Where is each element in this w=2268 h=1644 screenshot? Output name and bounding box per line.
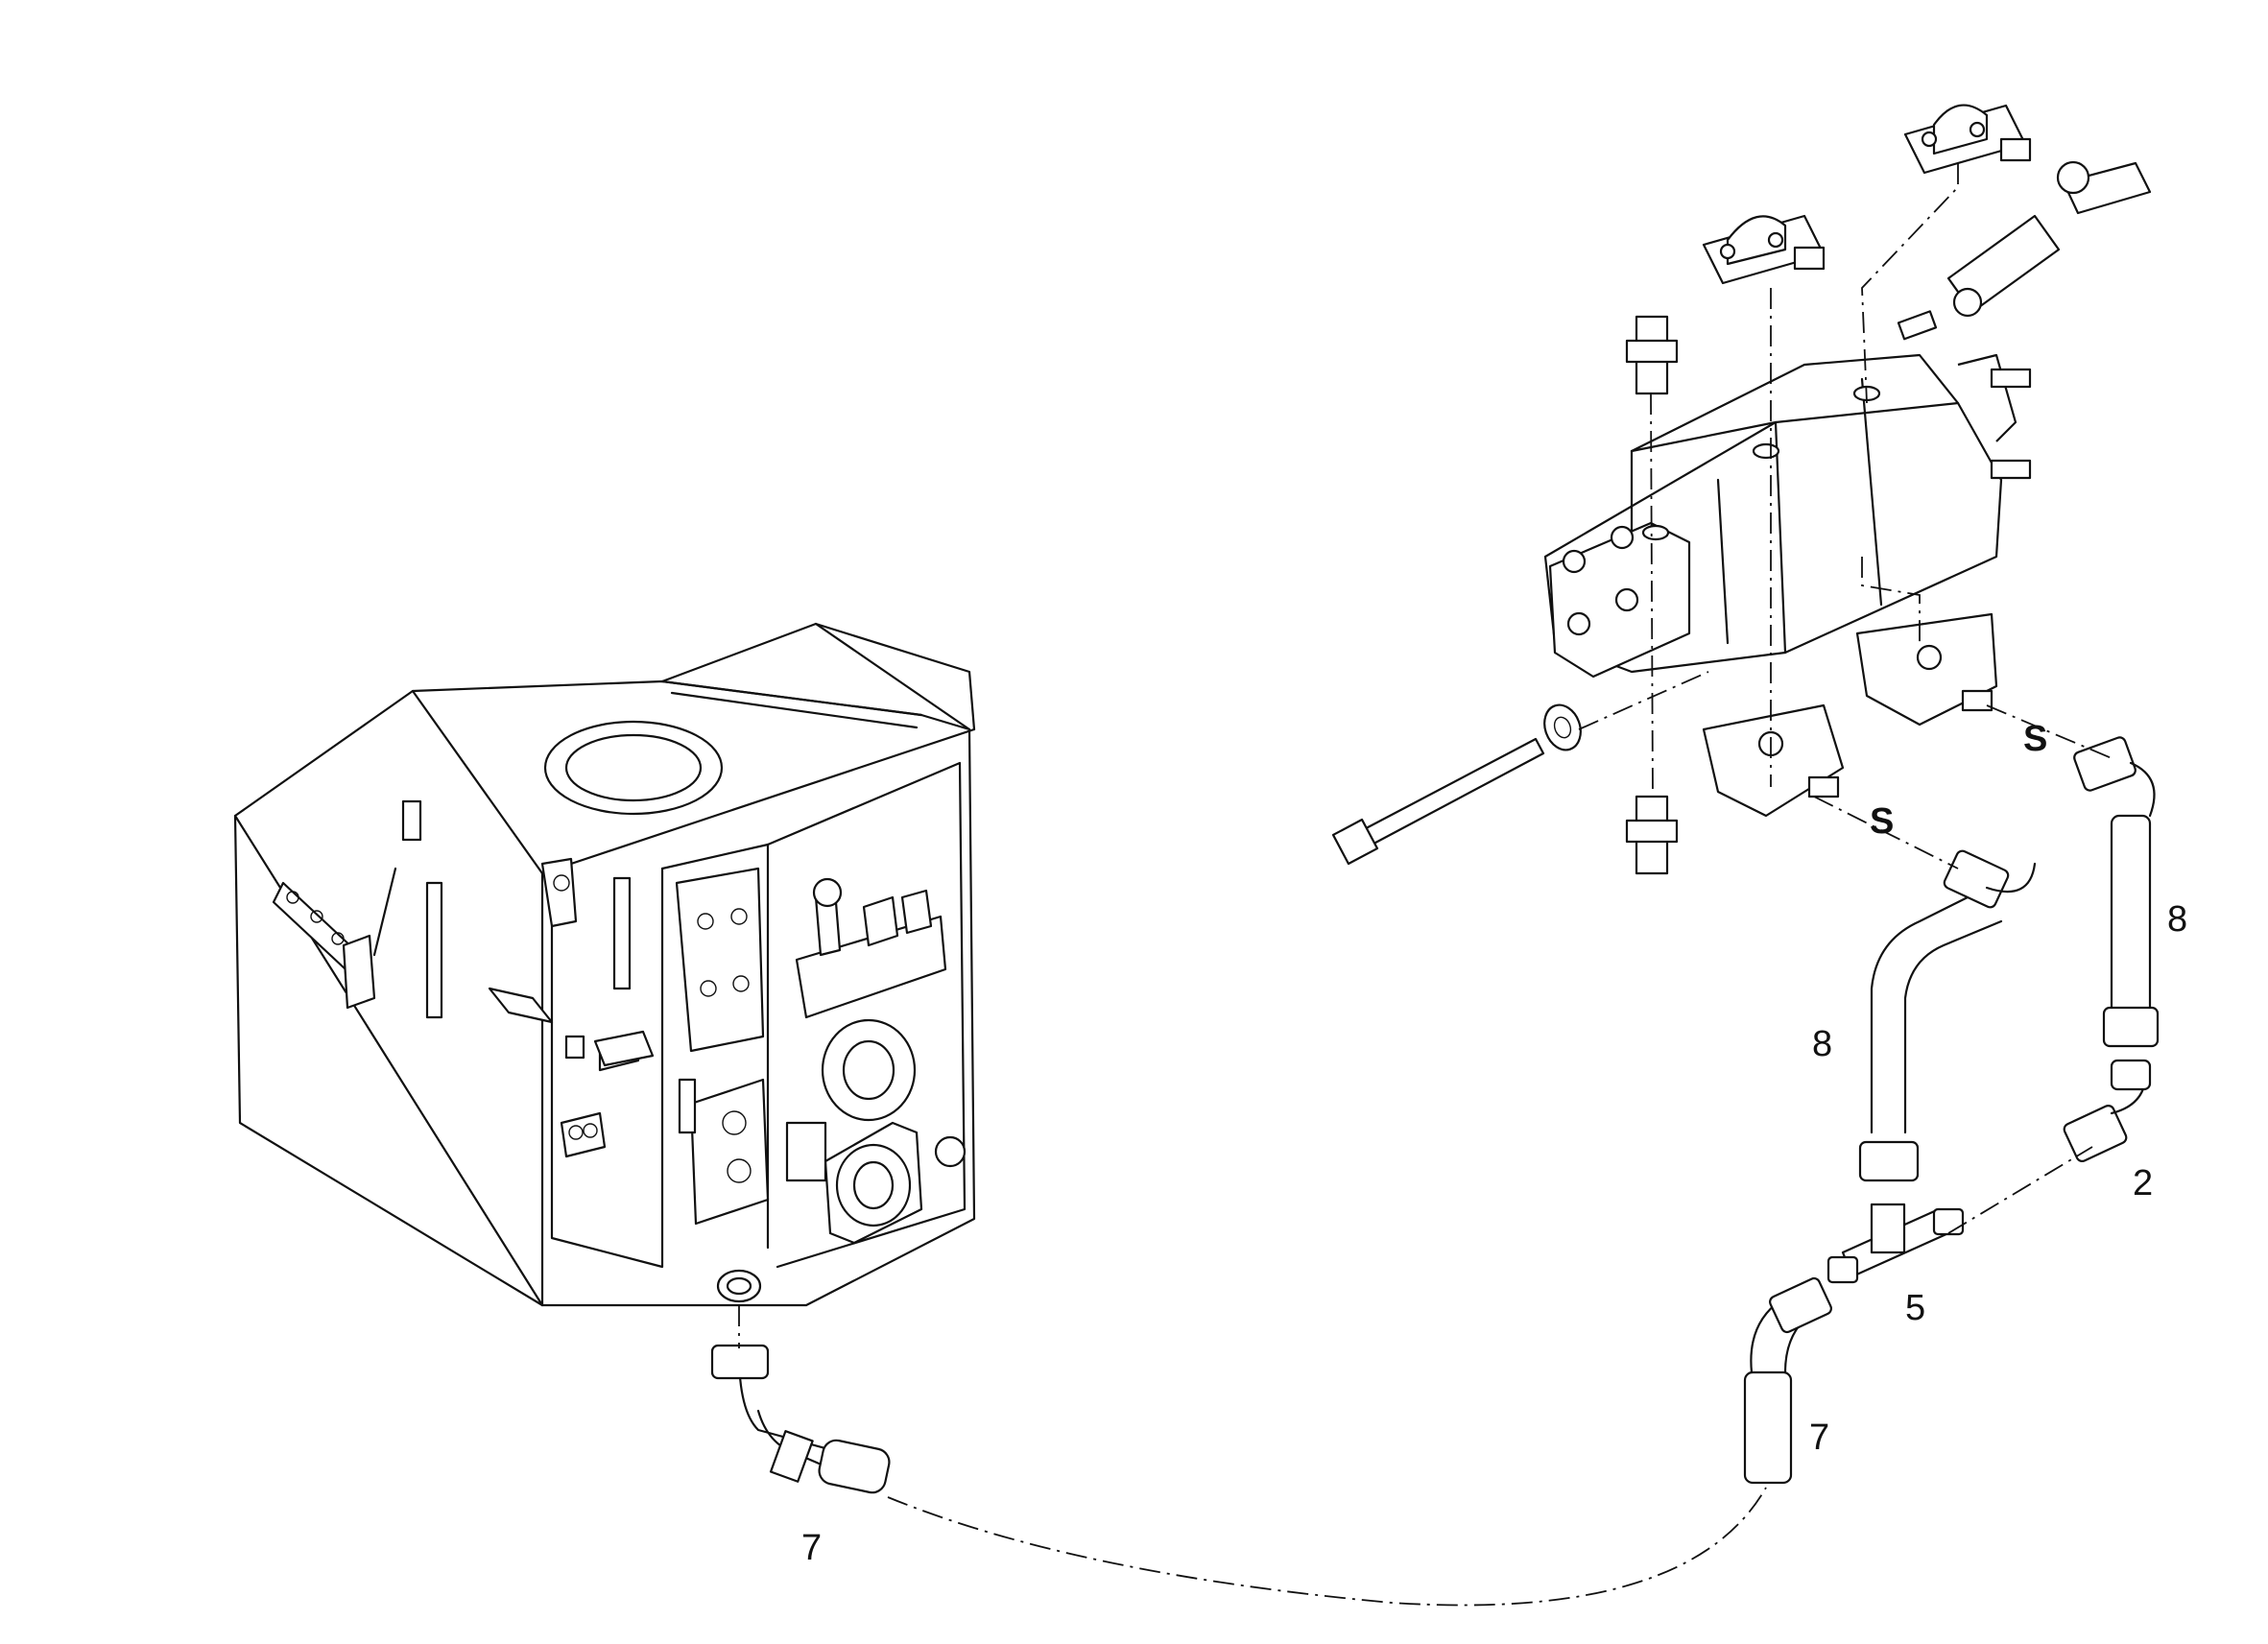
flange-block-lower-right (1855, 612, 1998, 727)
long-bolt (1331, 737, 1545, 866)
tank-housing (233, 622, 976, 1307)
elbow-fitting-2 (2063, 1059, 2152, 1162)
straight-fitting-bottom (1625, 795, 1679, 875)
hose-8-right (2073, 736, 2160, 1048)
assembly-center-lines (738, 163, 2113, 1607)
loose-brackets (272, 799, 655, 1067)
check-valve-spring (1946, 214, 2061, 318)
callout-2: 2 (2133, 1163, 2153, 1203)
gear-pump-assembly (1543, 310, 2032, 679)
callout-7-left: 7 (801, 1528, 822, 1568)
callout-8-right: 8 (2167, 899, 2187, 940)
pipe-clamp-top-right (1903, 104, 2032, 175)
flange-block-lower-mid (1702, 703, 1845, 818)
callout-5: 5 (1905, 1288, 1925, 1328)
callout-8-mid: 8 (1812, 1024, 1832, 1064)
hose-7-left (710, 1344, 891, 1494)
hose-8-mid (1858, 849, 2037, 1182)
banjo-fitting (2056, 160, 2152, 215)
connection-s-right: S (2023, 719, 2047, 759)
straight-fitting-top (1625, 315, 1679, 395)
callout-7-right: 7 (1809, 1418, 1829, 1458)
hose-7-right (1743, 1276, 1832, 1485)
washer (1543, 703, 1582, 751)
pipe-clamp-top-mid (1702, 214, 1826, 285)
connection-s-mid: S (1870, 801, 1894, 842)
tee-fitting-5 (1826, 1203, 1965, 1284)
